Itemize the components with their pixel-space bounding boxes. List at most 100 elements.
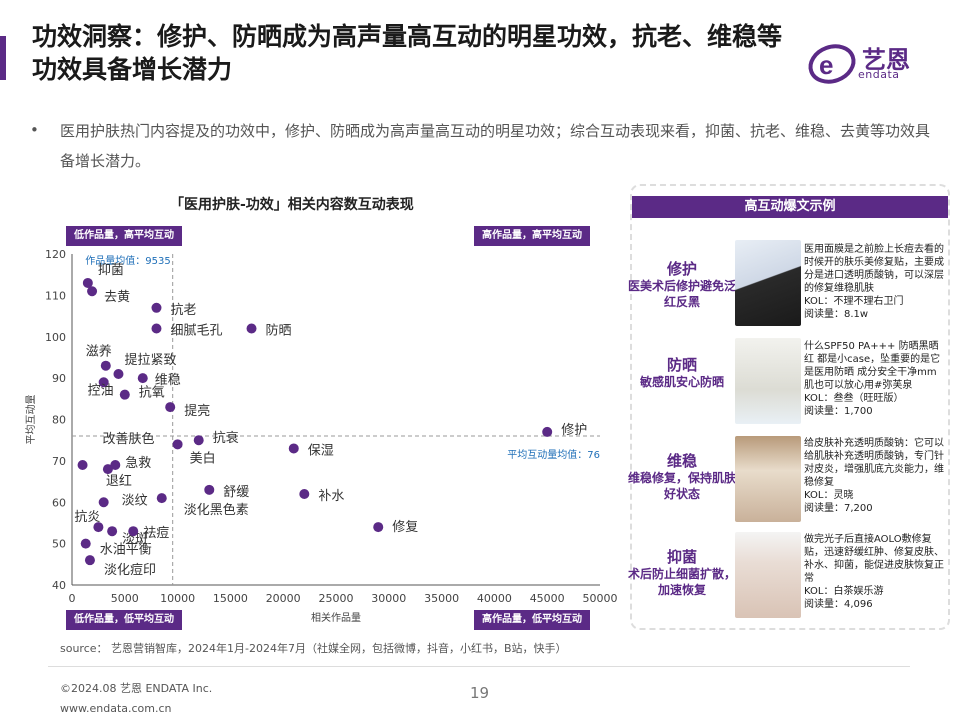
data-point-label: 抑菌 xyxy=(98,263,124,278)
x-tick-label: 25000 xyxy=(319,592,354,605)
data-point-label: 美白 xyxy=(190,450,216,466)
y-axis-label: 平均互动量 xyxy=(25,395,37,445)
data-point xyxy=(151,302,162,313)
logo-subtext: endata xyxy=(858,68,900,81)
data-point-label: 去黄 xyxy=(104,290,130,305)
example-reads: 阅读量：4,096 xyxy=(804,599,873,610)
data-point-label: 淡斑 xyxy=(122,532,148,547)
data-point xyxy=(204,484,215,495)
data-point-label: 细腻毛孔 xyxy=(170,323,222,338)
example-desc: 什么SPF50 PA+++ 防晒黑晒红 都是小case，坠重要的是它是医用防晒 … xyxy=(804,341,941,391)
data-point-label: 防晒 xyxy=(266,322,292,338)
quadrant-bottom-left: 低作品量，低平均互动 xyxy=(66,610,182,630)
example-text: 做完光子后直接AOLO敷修复贴，迅速舒缓红肿、修复皮肤、补水、抑菌，能促进皮肤恢… xyxy=(804,533,946,611)
x-tick-label: 30000 xyxy=(371,592,406,605)
x-mean-label: 作品量均值：9535 xyxy=(85,254,170,267)
footer-divider xyxy=(48,666,910,667)
y-tick-label: 110 xyxy=(45,289,66,302)
data-point xyxy=(98,497,109,508)
page-number: 19 xyxy=(470,684,490,702)
example-kol: KOL：灵晓 xyxy=(804,490,854,501)
data-point xyxy=(542,426,553,437)
copyright: ©2024.08 艺恩 ENDATA Inc. xyxy=(60,682,213,695)
data-point-label: 淡化痘印 xyxy=(104,563,156,578)
data-point-label: 淡化黑色素 xyxy=(184,502,249,518)
data-point xyxy=(102,464,113,475)
example-text: 医用面膜是之前脸上长痘去看的时候开的肤乐美修复贴，主要成分是进口透明质酸钠，可以… xyxy=(804,243,946,321)
example-desc: 医用面膜是之前脸上长痘去看的时候开的肤乐美修复贴，主要成分是进口透明质酸钠，可以… xyxy=(804,244,944,294)
y-tick-label: 50 xyxy=(52,538,66,551)
data-point-label: 滋养 xyxy=(86,344,112,360)
data-point xyxy=(84,555,95,566)
source-note: source： 艺恩营销智库，2024年1月-2024年7月（社媒全网，包括微博… xyxy=(60,642,567,655)
example-kol: KOL：白茶娱乐游 xyxy=(804,586,884,597)
y-tick-label: 100 xyxy=(45,331,66,344)
data-point xyxy=(128,526,139,537)
data-point xyxy=(80,538,91,549)
example-subtitle: 维稳修复，保持肌肤好状态 xyxy=(627,471,736,501)
quadrant-bottom-right: 高作品量，低平均互动 xyxy=(474,610,590,630)
x-tick-label: 45000 xyxy=(530,592,565,605)
page-title: 功效洞察：修护、防晒成为高声量高互动的明星功效，抗老、维稳等功效具备增长潜力 xyxy=(32,22,783,84)
x-tick-label: 35000 xyxy=(424,592,459,605)
data-point-label: 急救 xyxy=(125,455,151,471)
data-point xyxy=(77,460,88,471)
example-image[interactable] xyxy=(735,240,801,326)
y-tick-label: 90 xyxy=(52,372,66,385)
y-tick-label: 40 xyxy=(52,579,66,592)
data-point xyxy=(151,323,162,334)
data-point xyxy=(137,373,148,384)
data-point-label: 修护 xyxy=(561,423,587,438)
example-image[interactable] xyxy=(735,532,801,618)
chart-title: 「医用护肤-功效」相关内容数互动表现 xyxy=(170,197,414,213)
quadrant-top-right: 高作品量，高平均互动 xyxy=(474,226,590,246)
data-point xyxy=(100,360,111,371)
data-point xyxy=(172,439,183,450)
data-point-label: 维稳 xyxy=(155,372,181,388)
example-desc: 做完光子后直接AOLO敷修复贴，迅速舒缓红肿、修复皮肤、补水、抑菌，能促进皮肤恢… xyxy=(804,534,944,584)
data-point xyxy=(288,443,299,454)
x-tick-label: 5000 xyxy=(111,592,139,605)
x-tick-label: 0 xyxy=(69,592,76,605)
data-point-label: 抗老 xyxy=(170,303,196,318)
example-image[interactable] xyxy=(735,338,801,424)
data-point xyxy=(113,368,124,379)
x-tick-label: 20000 xyxy=(266,592,301,605)
y-tick-label: 70 xyxy=(52,455,66,468)
example-name: 修护 xyxy=(666,260,697,278)
data-point-label: 淡纹 xyxy=(122,493,148,508)
data-point xyxy=(82,277,93,288)
svg-text:e: e xyxy=(819,50,833,80)
example-subtitle: 敏感肌安心防晒 xyxy=(639,375,724,389)
data-point xyxy=(93,522,104,533)
x-tick-label: 40000 xyxy=(477,592,512,605)
data-point xyxy=(373,522,384,533)
example-kol: KOL：不理不理右卫门 xyxy=(804,296,904,307)
data-point xyxy=(110,460,121,471)
y-tick-label: 120 xyxy=(45,248,66,261)
data-point-label: 水油平衡 xyxy=(100,543,152,558)
x-tick-label: 15000 xyxy=(213,592,248,605)
example-name: 抑菌 xyxy=(666,548,697,566)
examples-panel-title: 高互动爆文示例 xyxy=(632,196,948,218)
data-point xyxy=(246,323,257,334)
data-point-label: 抗氧 xyxy=(139,386,165,401)
accent-bar xyxy=(0,36,6,80)
summary-text: 医用护肤热门内容提及的功效中，修护、防晒成为高声量高互动的明星功效；综合互动表现… xyxy=(60,122,931,170)
data-point-label: 舒缓 xyxy=(223,485,249,500)
data-point-label: 改善肤色 xyxy=(103,431,155,447)
x-axis-label: 相关作品量 xyxy=(311,611,361,624)
y-tick-label: 80 xyxy=(52,414,66,427)
data-point-label: 抗衰 xyxy=(213,430,239,446)
bullet-marker: • xyxy=(30,121,39,139)
data-point-label: 提亮 xyxy=(184,403,210,419)
data-point xyxy=(119,389,130,400)
endata-logo-icon: e xyxy=(808,44,856,84)
example-text: 什么SPF50 PA+++ 防晒黑晒红 都是小case，坠重要的是它是医用防晒 … xyxy=(804,340,946,418)
example-name: 维稳 xyxy=(666,452,697,470)
x-tick-label: 50000 xyxy=(583,592,618,605)
example-reads: 阅读量：1,700 xyxy=(804,406,873,417)
data-point-label: 退红 xyxy=(106,473,132,489)
example-image[interactable] xyxy=(735,436,801,522)
